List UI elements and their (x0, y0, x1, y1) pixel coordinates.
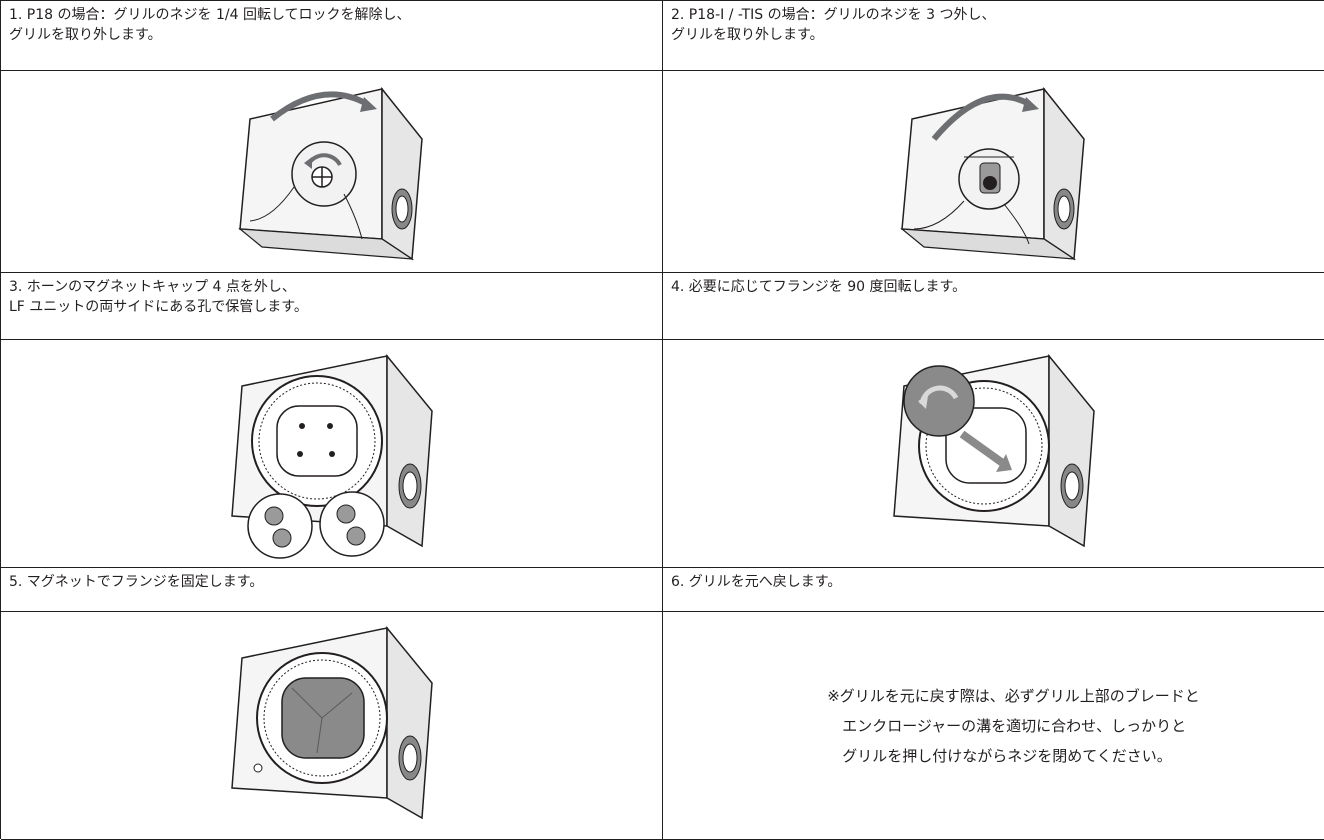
step-6-caption: 6. グリルを元へ戻します。 (663, 568, 1324, 612)
reassembly-note: ※グリルを元に戻す際は、必ずグリル上部のブレードと エンクロージャーの溝を適切に… (827, 686, 1200, 765)
flange-rotation-icon (892, 353, 1095, 548)
step-1-illustration (1, 71, 663, 273)
speaker-grille-quarter-turn-icon (237, 86, 423, 261)
step-5-caption: 5. マグネットでフランジを固定します。 (1, 568, 663, 612)
step-5-illustration (1, 612, 663, 840)
step-4-illustration (663, 340, 1324, 568)
step-4-caption: 4. 必要に応じてフランジを 90 度回転します。 (663, 273, 1324, 340)
step-3-illustration (1, 340, 663, 568)
step-3-caption: 3. ホーンのマグネットキャップ 4 点を外し、 LF ユニットの両サイドにある… (1, 273, 663, 340)
step-2-caption: 2. P18-I / -TIS の場合：グリルのネジを 3 つ外し、 グリルを取… (663, 1, 1324, 71)
speaker-grille-screw-removal-icon (899, 86, 1085, 261)
horn-magnet-caps-icon (230, 353, 433, 559)
flange-magnet-fix-icon (230, 625, 433, 820)
step-1-caption: 1. P18 の場合：グリルのネジを 1/4 回転してロックを解除し、 グリルを… (1, 1, 663, 71)
step-2-illustration (663, 71, 1324, 273)
reassembly-note-cell: ※グリルを元に戻す際は、必ずグリル上部のブレードと エンクロージャーの溝を適切に… (663, 612, 1324, 840)
